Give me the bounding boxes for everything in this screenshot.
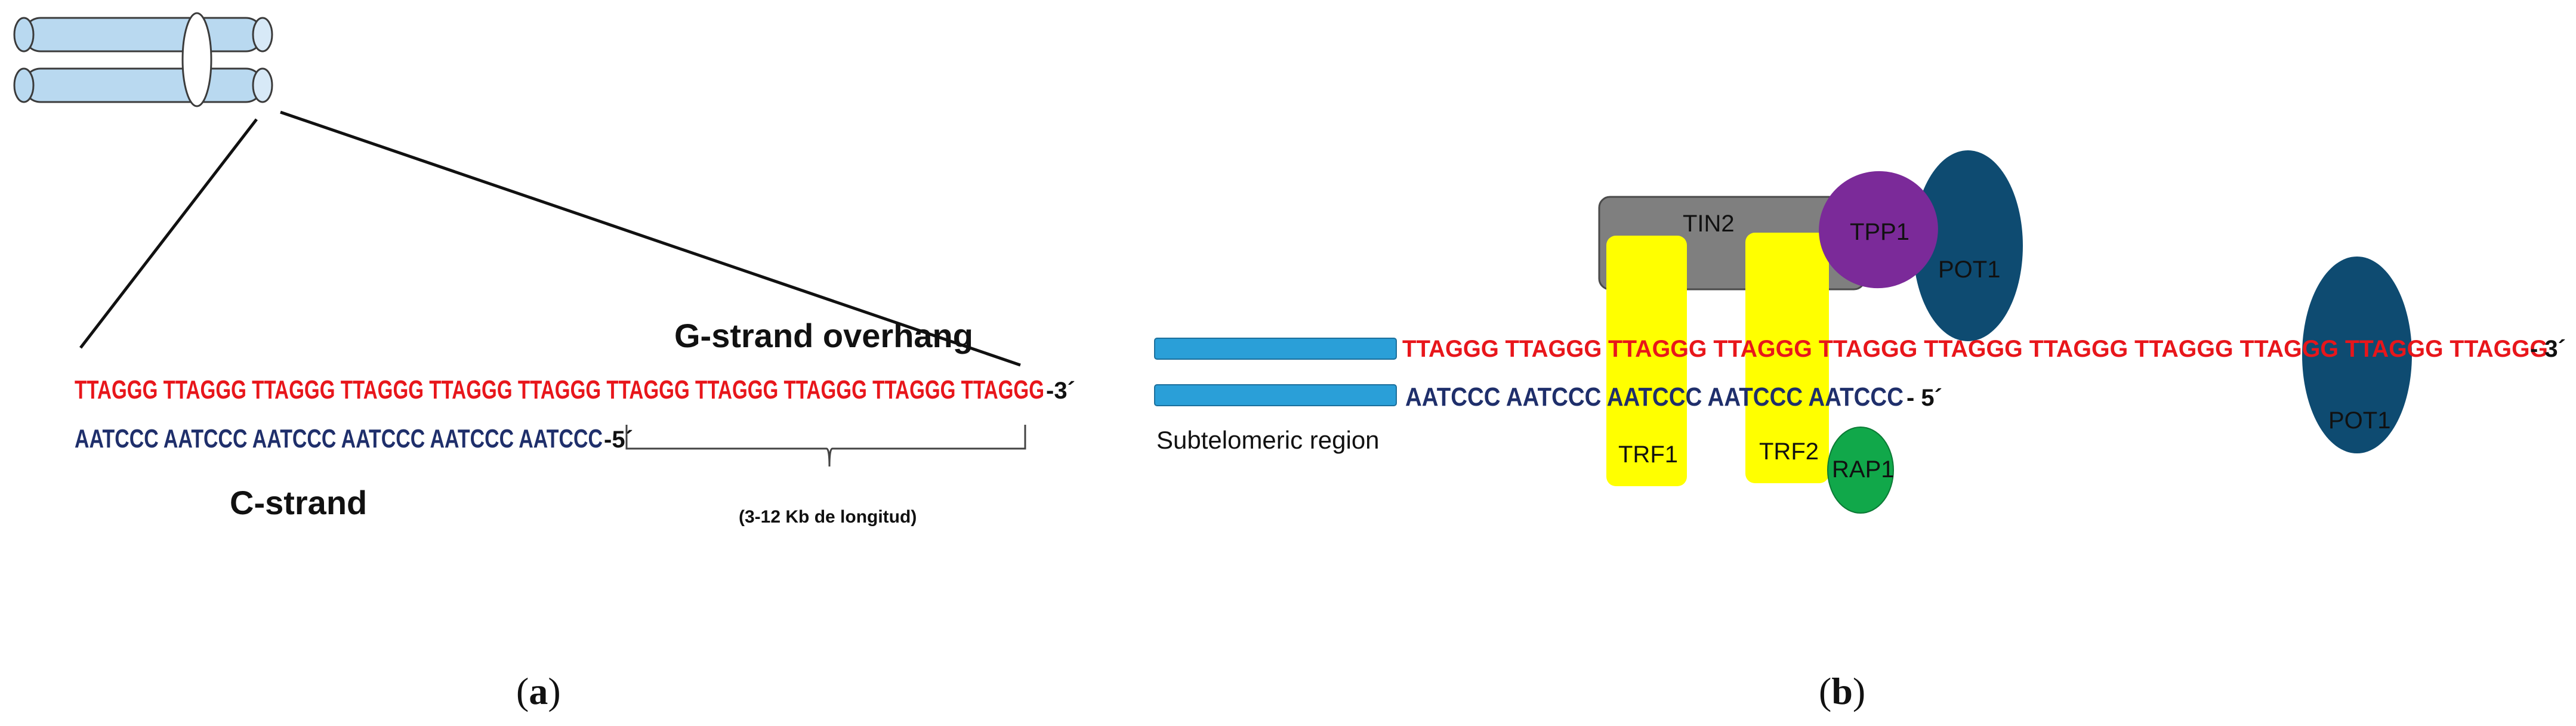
- panel-b-c-strand-5-prime: - 5´: [1906, 385, 1942, 411]
- trf1-label: TRF1: [1618, 441, 1678, 468]
- panel-b-label: (b): [1819, 670, 1865, 712]
- panel-b: Subtelomeric region TIN2 TRF1 TRF2 RAP1 …: [1154, 150, 2566, 712]
- chromosome-icon: [13, 12, 273, 107]
- g-strand-sequence: TTAGGG TTAGGG TTAGGG TTAGGG TTAGGG TTAGG…: [75, 375, 1044, 404]
- zoom-line-right: [280, 110, 1021, 367]
- zoom-line-left: [79, 118, 258, 349]
- trf1-protein: [1606, 236, 1687, 486]
- tin2-label: TIN2: [1683, 211, 1735, 237]
- subtelomeric-bar-top: [1154, 338, 1397, 360]
- subtelomeric-region-label: Subtelomeric region: [1156, 426, 1380, 454]
- pot1-label-right: POT1: [2328, 407, 2390, 434]
- trf2-label: TRF2: [1759, 438, 1819, 465]
- panel-a: G-strand overhang TTAGGG TTAGGG TTAGGG T…: [13, 12, 1075, 712]
- subtelomeric-bar-bottom: [1154, 384, 1397, 406]
- rap1-label: RAP1: [1832, 456, 1895, 483]
- panel-b-g-strand-3-prime: - 3´: [2530, 336, 2566, 362]
- panel-b-g-strand-sequence: TTAGGG TTAGGG TTAGGG TTAGGG TTAGGG TTAGG…: [1402, 336, 2548, 362]
- c-strand-sequence: AATCCC AATCCC AATCCC AATCCC AATCCC AATCC…: [75, 424, 603, 453]
- pot1-label-left: POT1: [1938, 257, 2000, 283]
- overhang-length-label: (3-12 Kb de longitud): [739, 507, 917, 527]
- c-strand-label: C-strand: [230, 484, 367, 521]
- overhang-brace: [625, 425, 1026, 467]
- tpp1-label: TPP1: [1850, 219, 1909, 245]
- pot1-protein-left: [1913, 150, 2023, 341]
- trf2-protein: [1745, 233, 1829, 483]
- panel-a-label: (a): [516, 670, 561, 712]
- tpp1-protein: [1819, 171, 1938, 289]
- g-strand-3-prime: -3´: [1046, 378, 1075, 404]
- rap1-protein: [1827, 427, 1894, 514]
- panel-b-c-strand-sequence: AATCCC AATCCC AATCCC AATCCC AATCCC: [1405, 382, 1904, 412]
- pot1-protein-right: [2302, 257, 2412, 453]
- g-strand-overhang-label: G-strand overhang: [674, 317, 973, 354]
